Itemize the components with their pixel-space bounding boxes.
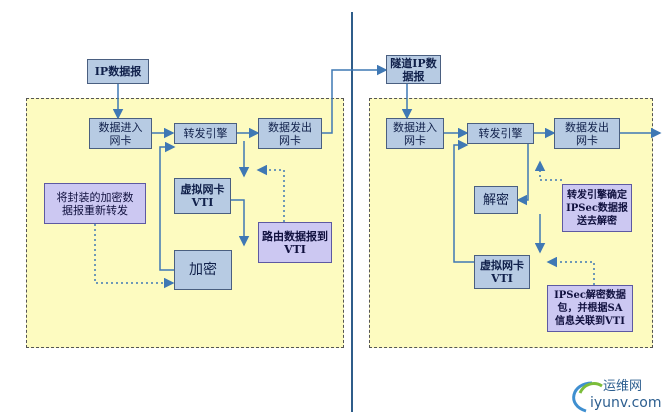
left-forwarding-engine-box: 转发引擎 xyxy=(174,123,237,144)
engine-note-pointer xyxy=(534,160,562,181)
note-ipsec-sa-vti: IPSec解密数据 包，并根据SA 信息关联到VTI xyxy=(547,285,633,332)
watermark-name: 运维网 xyxy=(603,379,643,394)
left-nic-in-box: 数据进入 网卡 xyxy=(89,118,152,149)
vti-to-encrypt-arrow xyxy=(231,199,250,247)
nic-out-to-tunnel-line xyxy=(322,64,388,134)
decrypt-box: 解密 xyxy=(474,186,518,214)
left-virtual-nic-box: 虚拟网卡 VTI xyxy=(174,178,231,214)
right-virtual-nic-box: 虚拟网卡 VTI xyxy=(474,255,530,289)
note-engine-decrypt: 转发引擎确定 IPSec数据报 送去解密 xyxy=(562,184,632,232)
right-nic-in-box: 数据进入 网卡 xyxy=(386,118,444,149)
ip-packet-box: IP数据报 xyxy=(87,59,149,84)
vti-back-to-engine-arrow xyxy=(453,139,474,263)
engine-to-decrypt-arrow xyxy=(516,141,529,206)
sa-note-pointer xyxy=(546,256,595,285)
encrypt-box: 加密 xyxy=(174,250,232,290)
watermark-logo-icon xyxy=(572,381,603,413)
tunnel-ip-packet-box: 隧道IP数 据报 xyxy=(386,55,441,84)
left-nic-out-box: 数据发出 网卡 xyxy=(258,118,322,149)
note-encrypted-resend: 将封装的加密数 据报重新转发 xyxy=(44,183,146,224)
encrypt-back-to-engine-arrow xyxy=(159,141,176,271)
right-nic-out-box: 数据发出 网卡 xyxy=(554,118,620,149)
right-forwarding-engine-box: 转发引擎 xyxy=(467,123,534,144)
encrypt-note-pointer xyxy=(94,224,175,289)
route-note-pointer xyxy=(256,164,285,222)
watermark-url: iyunv.com xyxy=(590,395,662,411)
note-route-to-vti: 路由数据报到 VTI xyxy=(258,222,332,263)
